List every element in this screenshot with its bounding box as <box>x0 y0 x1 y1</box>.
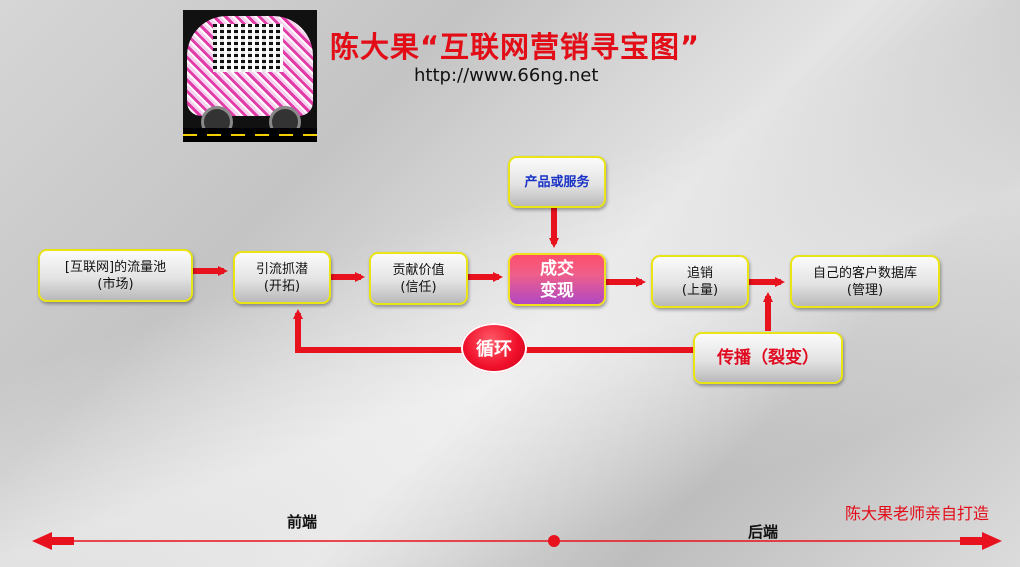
node-label: [互联网]的流量池 <box>64 259 167 275</box>
node-sublabel: 变现 <box>540 280 574 301</box>
node-label: 自己的客户数据库 <box>812 265 917 281</box>
qr-code-image <box>183 10 317 142</box>
website-url[interactable]: http://www.66ng.net <box>414 65 599 86</box>
node-label: 传播（裂变） <box>717 347 819 368</box>
node-sublabel: (信任) <box>400 279 437 295</box>
node-label: 成交 <box>540 258 574 279</box>
node-sublabel: (管理) <box>846 282 884 298</box>
page-title: 陈大果“互联网营销寻宝图” <box>330 30 701 64</box>
node-attract-leads[interactable]: 引流抓潜 (开拓) <box>233 251 331 304</box>
node-sublabel: (上量) <box>681 282 719 298</box>
node-deal-monetize[interactable]: 成交 变现 <box>508 253 606 306</box>
node-sublabel: (开拓) <box>263 278 301 294</box>
node-contribute-value[interactable]: 贡献价值 (信任) <box>369 252 468 305</box>
timeline-axis <box>32 532 1002 550</box>
author-credit: 陈大果老师亲自打造 <box>845 504 990 523</box>
node-label: 引流抓潜 <box>255 261 308 277</box>
node-upsell[interactable]: 追销 (上量) <box>651 255 749 308</box>
axis-label-front: 前端 <box>287 513 318 531</box>
node-product-service[interactable]: 产品或服务 <box>508 156 606 208</box>
node-label: 追销 <box>686 265 713 281</box>
axis-label-back: 后端 <box>748 523 779 541</box>
node-label: 贡献价值 <box>392 262 445 278</box>
node-spread-fission[interactable]: 传播（裂变） <box>693 332 843 384</box>
node-traffic-pool[interactable]: [互联网]的流量池 (市场) <box>38 249 193 302</box>
arrow-cycle-loop <box>293 309 693 353</box>
road-graphic <box>183 128 317 142</box>
node-sublabel: (市场) <box>97 276 134 292</box>
node-label: 产品或服务 <box>524 174 590 190</box>
cycle-badge[interactable]: 循环 <box>461 323 527 373</box>
qr-pattern <box>213 24 283 72</box>
node-customer-database[interactable]: 自己的客户数据库 (管理) <box>790 255 940 308</box>
